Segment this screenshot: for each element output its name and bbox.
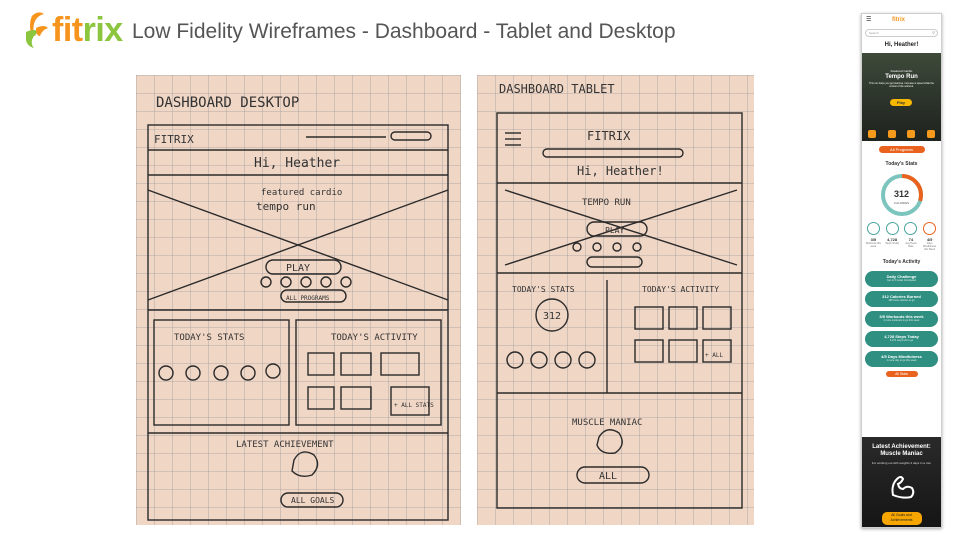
desktop-wireframe-sketch: DASHBOARD DESKTOP FITRIX Hi, Heather fea… xyxy=(136,75,461,525)
all-programs-button[interactable]: All Programs xyxy=(879,146,925,153)
stat-item[interactable]: 3/5 Workouts this week xyxy=(865,222,882,251)
activity-sub: 5,272 steps left to go xyxy=(865,339,938,342)
stat-label: Days Mindfulness this Week xyxy=(921,242,938,251)
greeting: Hi, Heather! xyxy=(862,42,941,48)
activity-card[interactable]: 312 Calories Burned 188 more calories to… xyxy=(865,291,938,307)
sketch-latest: MUSCLE MANIAC xyxy=(572,418,642,428)
calories-value: 312 xyxy=(879,189,925,199)
sketch-all-label: + ALL xyxy=(705,352,723,359)
stat-icon xyxy=(904,222,917,235)
stat-label: Avg Heart Rate xyxy=(902,242,919,248)
calories-ring: 312 CALORIES xyxy=(879,172,925,218)
activity-title: 312 Calories Burned xyxy=(865,291,938,299)
mobile-dashboard-mockup: ☰ fitrix Search ⚲ Hi, Heather! Featured … xyxy=(861,13,942,528)
sketch-workout: tempo run xyxy=(256,200,316,213)
hamburger-icon[interactable]: ☰ xyxy=(866,17,871,23)
flexed-arm-icon xyxy=(887,471,917,501)
latest-achievement-panel: Latest Achievement: Muscle Maniac For wo… xyxy=(862,437,941,527)
todays-activity-heading: Today's Activity xyxy=(862,259,941,265)
sketch-greeting: Hi, Heather xyxy=(254,156,340,171)
activity-sub: 188 more calories to go xyxy=(865,299,938,302)
page-title: Low Fidelity Wireframes - Dashboard - Ta… xyxy=(132,20,676,44)
hero-description: This run helps you get stamina, increase… xyxy=(862,82,941,88)
category-icon[interactable] xyxy=(888,130,896,138)
logo-text-part: fit xyxy=(52,11,83,49)
category-icon[interactable] xyxy=(927,130,935,138)
activity-title: 3/5 Workouts this week xyxy=(865,311,938,319)
stats-row: 3/5 Workouts this week 4,728 Steps Today… xyxy=(862,222,941,251)
all-stats-button[interactable]: All Stats xyxy=(886,371,918,377)
stat-label: Steps Today xyxy=(884,242,901,245)
activity-sub: 2 more workouts to go this week xyxy=(865,319,938,322)
tablet-wireframe-sketch: DASHBOARD TABLET FITRIX Hi, Heather! TEM… xyxy=(477,75,754,525)
stat-item[interactable]: 4,728 Steps Today xyxy=(884,222,901,251)
sketch-heading: DASHBOARD DESKTOP xyxy=(156,95,299,111)
stat-item[interactable]: 4/5 Days Mindfulness this Week xyxy=(921,222,938,251)
activity-title: 4/5 Days Mindfulness xyxy=(865,351,938,359)
play-button[interactable]: Play xyxy=(890,99,912,106)
sketch-greeting: Hi, Heather! xyxy=(577,164,664,178)
mobile-logo: fitrix xyxy=(892,17,905,23)
sketch-workout: TEMPO RUN xyxy=(582,198,631,208)
logo-text-part: rix xyxy=(83,11,123,49)
category-icon[interactable] xyxy=(868,130,876,138)
fitrix-logo: fitrix xyxy=(22,10,123,50)
sketch-featured: featured cardio xyxy=(261,188,342,198)
activity-sub: Get to 5 Goals Completed xyxy=(865,279,938,282)
sketch-play: PLAY xyxy=(605,226,624,235)
sketch-ring-value: 312 xyxy=(543,311,561,322)
activity-card[interactable]: Daily Challenge Get to 5 Goals Completed xyxy=(865,271,938,287)
logo-text: fitrix xyxy=(52,13,123,47)
sketch-all-goals: ALL GOALS xyxy=(291,496,335,505)
sketch-all-programs: ALL PROGRAMS xyxy=(286,295,330,302)
search-icon: ⚲ xyxy=(932,30,935,36)
category-icon-row xyxy=(862,130,941,138)
activity-card[interactable]: 3/5 Workouts this week 2 more workouts t… xyxy=(865,311,938,327)
sketch-grid: DASHBOARD DESKTOP FITRIX Hi, Heather fea… xyxy=(136,75,461,525)
sketch-brand: FITRIX xyxy=(154,133,194,146)
stat-icon xyxy=(867,222,880,235)
fitrix-logo-icon xyxy=(22,10,50,50)
search-input[interactable]: Search ⚲ xyxy=(865,29,938,37)
achievement-title: Latest Achievement: Muscle Maniac xyxy=(862,444,941,458)
sketch-play: PLAY xyxy=(286,263,310,274)
activity-sub: 1 more day to go this week xyxy=(865,359,938,362)
featured-workout-hero: Featured Cardio Tempo Run This run helps… xyxy=(862,53,941,141)
sketch-todays-activity: TODAY'S ACTIVITY xyxy=(642,285,719,294)
todays-stats-heading: Today's Stats xyxy=(862,161,941,167)
sketch-todays-activity: TODAY'S ACTIVITY xyxy=(331,333,418,343)
activity-list: Daily Challenge Get to 5 Goals Completed… xyxy=(862,271,941,367)
stat-label: Workouts this week xyxy=(865,242,882,248)
search-placeholder: Search xyxy=(869,31,879,35)
category-icon[interactable] xyxy=(907,130,915,138)
stat-icon xyxy=(886,222,899,235)
sketch-todays-stats: TODAY'S STATS xyxy=(512,285,575,294)
sketch-latest: LATEST ACHIEVEMENT xyxy=(236,440,334,450)
stat-item[interactable]: 74 Avg Heart Rate xyxy=(902,222,919,251)
sketch-grid: DASHBOARD TABLET FITRIX Hi, Heather! TEM… xyxy=(477,75,754,525)
activity-card[interactable]: 4,728 Steps Today 5,272 steps left to go xyxy=(865,331,938,347)
sketch-all-stats: + ALL STATS xyxy=(394,402,434,409)
sketch-all: ALL xyxy=(599,471,617,482)
stat-icon xyxy=(923,222,936,235)
calories-label: CALORIES xyxy=(879,201,925,205)
sketch-heading: DASHBOARD TABLET xyxy=(499,82,615,96)
achievement-sub: For working out with weights 3 days in a… xyxy=(862,461,941,465)
activity-title: Daily Challenge xyxy=(865,271,938,279)
activity-card[interactable]: 4/5 Days Mindfulness 1 more day to go th… xyxy=(865,351,938,367)
activity-title: 4,728 Steps Today xyxy=(865,331,938,339)
mobile-topbar: ☰ fitrix xyxy=(862,14,941,25)
sketch-brand: FITRIX xyxy=(587,129,631,143)
hero-featured-label: Featured Cardio xyxy=(862,69,941,73)
all-goals-button[interactable]: All Goals and Achievements xyxy=(882,512,922,525)
sketch-todays-stats: TODAY'S STATS xyxy=(174,333,244,343)
hero-workout-title: Tempo Run xyxy=(862,74,941,80)
